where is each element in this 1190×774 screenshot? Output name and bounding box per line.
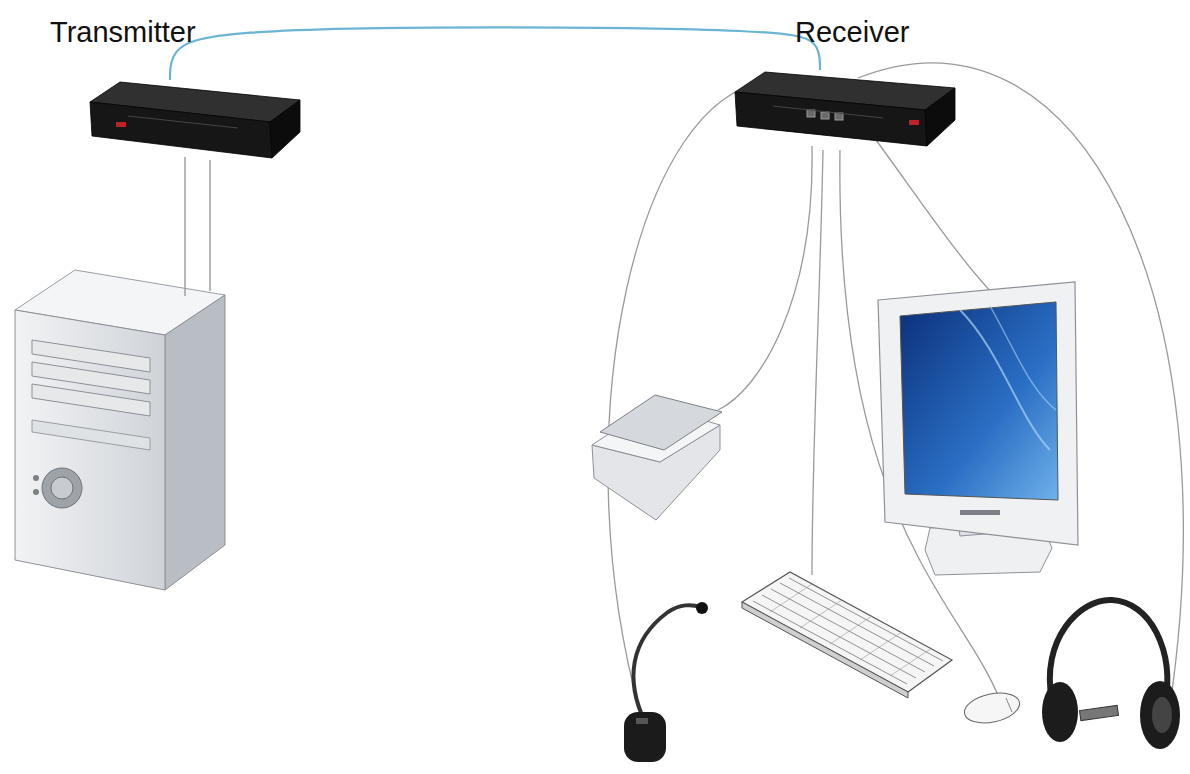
extender-box: Transmitter bbox=[88, 80, 304, 162]
monitor-part bbox=[900, 302, 1058, 500]
keyboard bbox=[742, 572, 952, 698]
headset-part bbox=[1140, 681, 1180, 749]
keyboard-part-part bbox=[830, 616, 872, 644]
link-cable bbox=[170, 27, 820, 80]
headset-part bbox=[1152, 697, 1172, 733]
mouse bbox=[962, 688, 1023, 727]
peripheral-wires-part bbox=[812, 150, 823, 575]
computer-tower-part bbox=[32, 420, 150, 450]
headset bbox=[1042, 600, 1180, 749]
microphone-part bbox=[633, 605, 700, 722]
peripheral-wires-part bbox=[718, 146, 812, 410]
usb-port bbox=[835, 113, 843, 120]
computer-tower-part bbox=[33, 475, 39, 481]
peripheral-wires-part bbox=[876, 140, 995, 296]
pc-cables bbox=[185, 157, 210, 296]
microphone-part bbox=[696, 602, 708, 614]
pc-cables-part bbox=[184, 157, 185, 296]
monitor-part bbox=[878, 282, 1078, 545]
monitor bbox=[878, 282, 1078, 575]
keyboard-part bbox=[742, 602, 908, 698]
pc-cables-part bbox=[209, 160, 210, 291]
keyboard-part-part bbox=[762, 595, 916, 678]
monitor-part bbox=[960, 310, 1050, 450]
microphone-part bbox=[636, 718, 648, 724]
scanner-part bbox=[600, 395, 722, 450]
keyboard-part-part bbox=[770, 584, 812, 612]
scanner bbox=[592, 395, 722, 520]
front-trim bbox=[128, 116, 238, 128]
computer-tower-part bbox=[42, 468, 82, 508]
headset-part bbox=[1079, 705, 1118, 720]
peripheral-wires-part bbox=[608, 82, 770, 712]
computer-tower-part bbox=[32, 384, 150, 416]
keyboard-part-part bbox=[780, 583, 934, 666]
keyboard-part-part bbox=[800, 600, 842, 628]
brand-mark bbox=[116, 122, 126, 127]
keyboard-part-part bbox=[789, 578, 943, 661]
device-label: Receiver bbox=[795, 18, 909, 47]
keyboard-part bbox=[742, 572, 952, 692]
peripheral-wires-part bbox=[589, 80, 765, 720]
microphone bbox=[624, 602, 708, 762]
peripheral-wires bbox=[589, 63, 1183, 720]
box-face bbox=[90, 102, 272, 158]
computer-tower-part bbox=[165, 295, 225, 590]
extender-box: Receiver bbox=[733, 70, 959, 152]
front-trim bbox=[773, 106, 883, 118]
mouse-part bbox=[962, 688, 1023, 727]
keyboard-part-part bbox=[753, 601, 907, 684]
computer-tower-part bbox=[33, 489, 39, 495]
usb-port bbox=[807, 110, 815, 117]
usb-port bbox=[821, 112, 829, 119]
keyboard-part bbox=[753, 578, 943, 684]
computer-tower bbox=[15, 270, 225, 590]
box-outline bbox=[88, 80, 304, 162]
headset-part bbox=[1042, 682, 1078, 742]
device-label: Transmitter bbox=[50, 18, 196, 47]
monitor-part bbox=[960, 510, 1000, 515]
keyboard-part bbox=[770, 584, 932, 676]
keyboard-part-part bbox=[860, 632, 902, 660]
box-face bbox=[735, 92, 927, 146]
keyboard-part-part bbox=[771, 589, 925, 672]
mouse-part bbox=[1006, 698, 1012, 712]
computer-tower-part bbox=[51, 477, 73, 499]
keyboard-part-part bbox=[890, 648, 932, 676]
microphone-part bbox=[624, 712, 666, 762]
brand-mark bbox=[909, 120, 919, 125]
box-face bbox=[925, 88, 955, 146]
box-face bbox=[270, 100, 300, 158]
box-outline bbox=[733, 70, 959, 152]
monitor-part bbox=[990, 306, 1056, 410]
peripheral-wires-part bbox=[858, 63, 1183, 705]
computer-tower-part bbox=[15, 310, 165, 590]
